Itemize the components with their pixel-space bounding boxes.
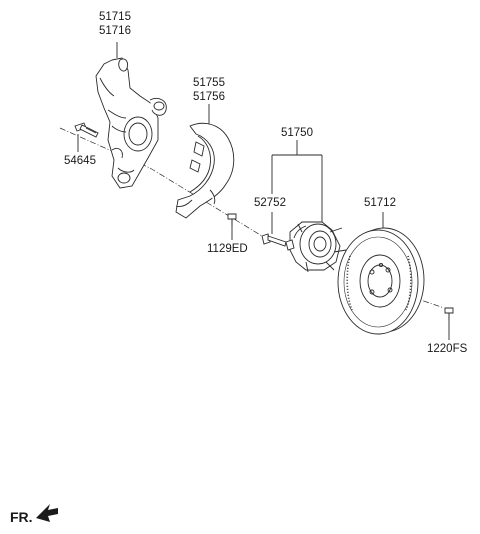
label-51755: 51755	[193, 77, 225, 89]
label-54645: 54645	[64, 155, 96, 167]
hub-bolt-52752	[261, 233, 287, 247]
label-51756: 51756	[193, 91, 225, 103]
front-direction-arrow-icon	[36, 504, 58, 522]
brake-disc	[337, 227, 425, 335]
label-1220fs: 1220FS	[427, 343, 468, 355]
label-1129ed: 1129ED	[207, 243, 248, 255]
hub-bearing-assembly	[285, 221, 347, 273]
label-52752: 52752	[254, 197, 286, 209]
steering-knuckle	[95, 57, 167, 189]
label-51712: 51712	[364, 197, 396, 209]
front-direction-label: FR.	[10, 509, 33, 525]
screw-1220fs	[444, 307, 454, 320]
label-51716: 51716	[99, 25, 131, 37]
bolt-54645	[74, 122, 99, 138]
label-51715: 51715	[99, 11, 131, 23]
screw-1129ed	[227, 213, 237, 226]
dust-cover	[175, 122, 235, 219]
label-51750: 51750	[281, 127, 313, 139]
